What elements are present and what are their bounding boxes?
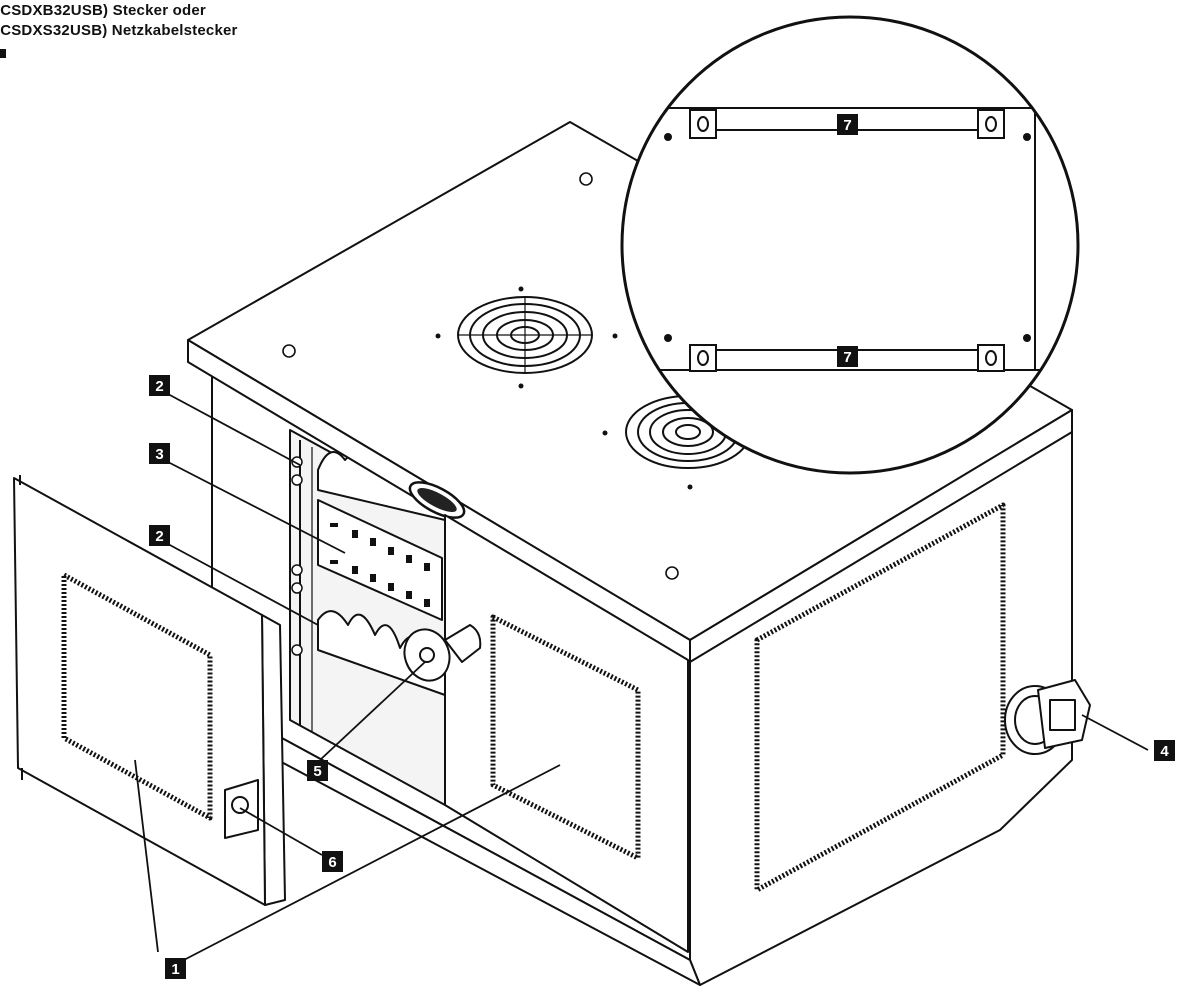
caption-line-2: (CSDXS32USB) Netzkabelstecker [0,22,238,39]
pdu-outlets [330,523,430,607]
side-panel-vent [754,502,1006,893]
callout-7-bottom: 7 [837,346,858,367]
callout-6: 6 [322,851,343,872]
callout-3: 3 [149,443,170,464]
pdu-strip [317,499,443,621]
callout-4: 4 [1154,740,1175,761]
top-screws [282,172,679,580]
front-door-vent [490,614,641,861]
callout-2a: 2 [149,375,170,396]
power-inlet-icon [1004,679,1091,755]
fan-screws [435,286,693,490]
callout-1: 1 [165,958,186,979]
caption-fragment [0,49,6,58]
detail-magnifier-circle [620,15,1080,475]
callout-number-2a: 2 [155,378,163,395]
callout-box-2a [149,375,170,396]
callout-7-top: 7 [837,114,858,135]
callout-number-7-top: 7 [843,117,851,134]
cabinet-top-edge-right [689,409,1073,663]
callout-2b: 2 [149,525,170,546]
door-handle-icon [403,624,482,682]
callout-number-1: 1 [171,961,179,978]
callout-number-7-bottom: 7 [843,349,851,366]
fan-grille-icon [457,296,593,374]
callout-number-3: 3 [155,446,163,463]
callout-number-2b: 2 [155,528,163,545]
leader-lines [134,393,1149,963]
callout-number-5: 5 [313,763,321,780]
callout-number-4: 4 [1160,743,1169,760]
callout-5: 5 [307,760,328,781]
detached-door-vent [61,572,213,821]
callout-number-6: 6 [328,854,336,871]
caption-line-1: (CSDXB32USB) Stecker oder [0,2,206,19]
